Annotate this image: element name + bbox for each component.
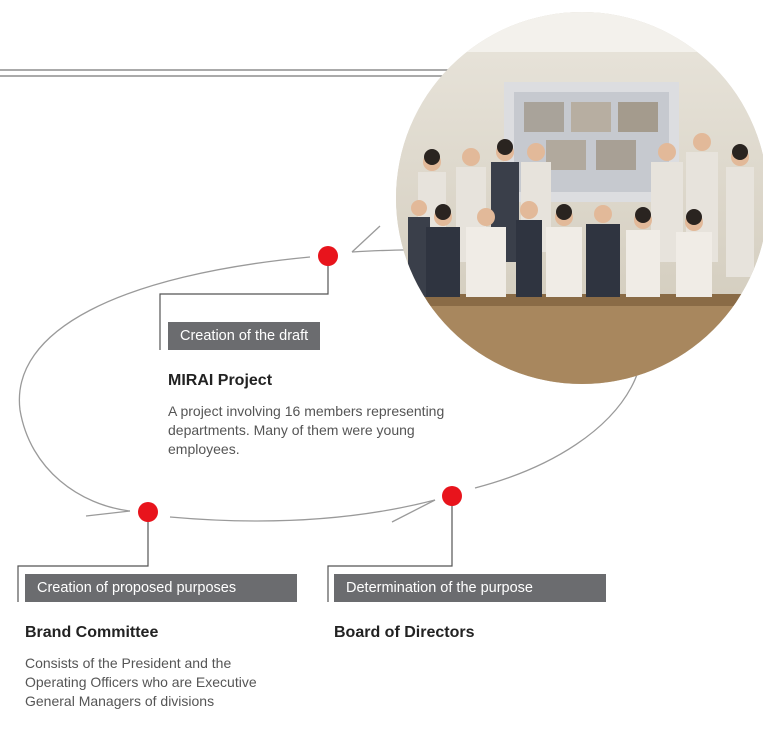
connector-draft [159, 258, 329, 350]
title-mirai-project: MIRAI Project [168, 372, 273, 389]
cycle-arrowhead-right [351, 225, 381, 253]
cycle-arrowhead-left [85, 510, 131, 517]
title-board-of-directors: Board of Directors [334, 624, 475, 641]
label-determination-of-the-purpose: Determination of the purpose [334, 574, 606, 602]
connector-proposed [17, 512, 149, 602]
connector-determination [327, 496, 453, 602]
cycle-arc-bottom [169, 499, 436, 522]
label-creation-of-the-draft: Creation of the draft [168, 322, 321, 350]
title-brand-committee: Brand Committee [25, 624, 159, 641]
group-photo-icon [396, 12, 763, 384]
label-creation-of-proposed-purposes: Creation of proposed purposes [25, 574, 297, 602]
cycle-arc-left [18, 256, 311, 512]
cycle-arrowhead-bottom [391, 499, 436, 523]
group-photo [396, 12, 763, 384]
desc-brand-committee: Consists of the President and the Operat… [25, 655, 257, 709]
desc-mirai-project: A project involving 16 members represent… [168, 403, 445, 457]
